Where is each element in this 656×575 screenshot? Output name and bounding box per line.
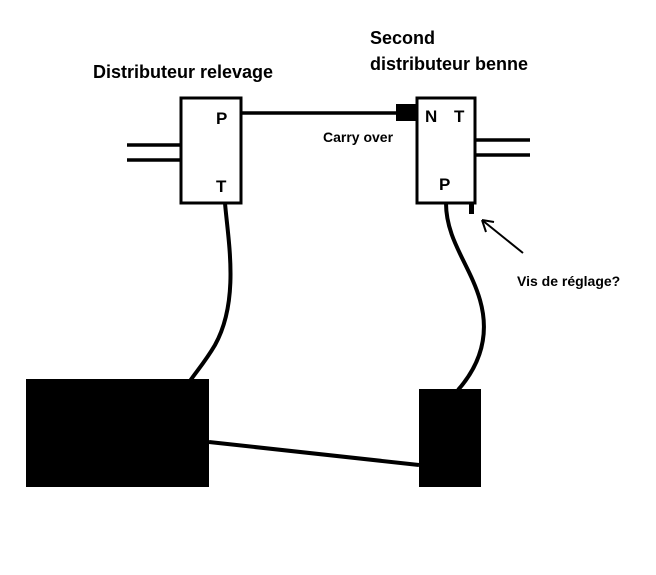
title-second-line2: distributeur benne [370, 54, 528, 74]
valve-relevage: P T [127, 96, 243, 205]
hose-pressure-p [444, 202, 486, 392]
valve-benne-port-p: P [439, 175, 450, 194]
valve-relevage-port-t: T [216, 177, 227, 196]
valve-benne: N T P [415, 96, 530, 214]
valve-benne-port-n: N [425, 107, 437, 126]
title-distributeur-relevage: Distributeur relevage [93, 62, 273, 82]
carry-over-label: Carry over [323, 129, 394, 145]
pump-block [419, 389, 481, 487]
title-second-line1: Second [370, 28, 435, 48]
block-link [208, 440, 420, 467]
valve-relevage-body [179, 96, 243, 205]
vis-de-reglage-label: Vis de réglage? [517, 273, 620, 289]
adjustment-screw [469, 203, 474, 214]
valve-relevage-port-p: P [216, 109, 227, 128]
carry-over-fitting [396, 104, 416, 121]
adjustment-arrow [481, 219, 524, 254]
hose-return-t [188, 202, 233, 383]
valve-benne-port-t: T [454, 107, 465, 126]
tank-block [26, 379, 209, 487]
